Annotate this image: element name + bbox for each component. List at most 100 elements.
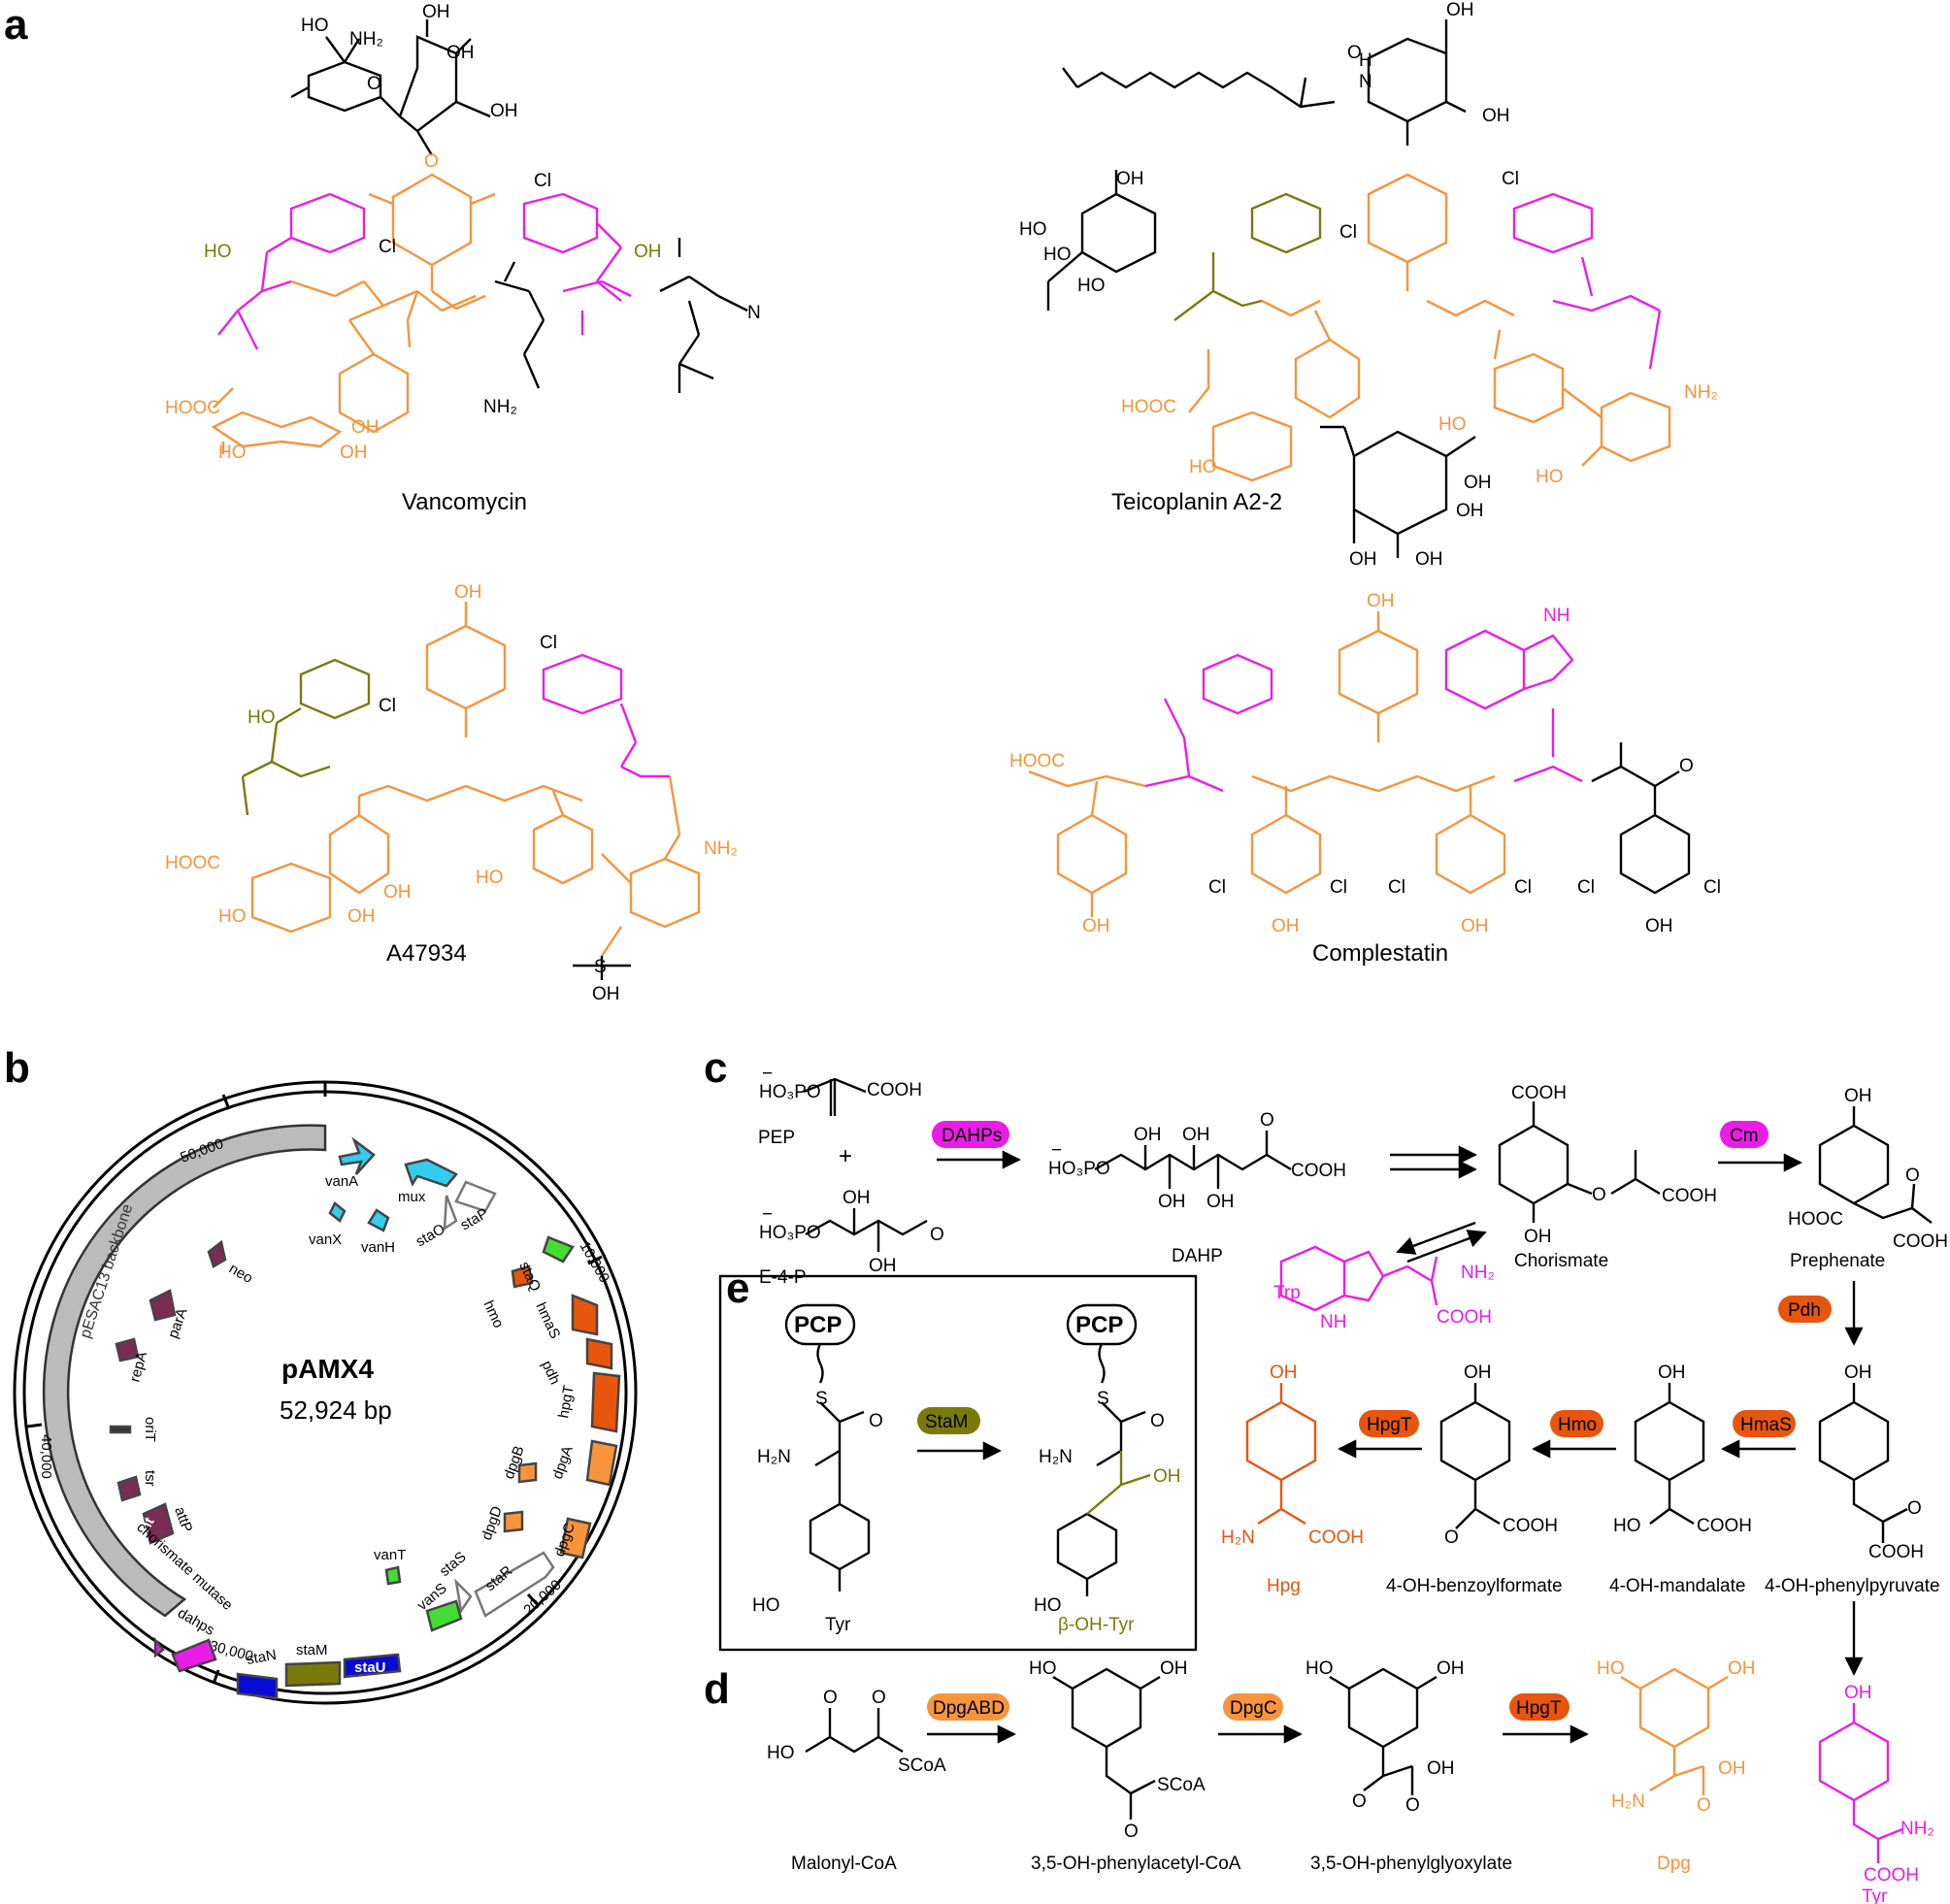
label-dpgA: dpgA xyxy=(549,1444,577,1482)
hpg-h2n: H₂N xyxy=(1221,1527,1255,1548)
comp-hooc: HOOC xyxy=(1009,751,1065,771)
e4p-o: O xyxy=(930,1225,944,1245)
gene-vanH xyxy=(367,1208,390,1232)
tyr-cooh: COOH xyxy=(1864,1865,1919,1886)
trp-nh2: NH₂ xyxy=(1461,1263,1495,1283)
label-staM: staM xyxy=(296,1642,328,1658)
gene-staN xyxy=(236,1672,279,1700)
e4p-ho3po: HO₃PO xyxy=(759,1223,821,1243)
gene-dpgA xyxy=(585,1439,618,1487)
pg-oh: OH xyxy=(1437,1658,1465,1679)
comp-oh-top: OH xyxy=(1367,591,1395,611)
enzyme-hpgt: HpgT xyxy=(1367,1415,1412,1435)
hpg-cooh: COOH xyxy=(1308,1527,1364,1548)
left-o: O xyxy=(869,1411,883,1431)
vancomycin-structure: HO NH₂ OH OH OH O O xyxy=(211,2,748,454)
label-staO: staO xyxy=(413,1221,448,1251)
substrate-label: Tyr xyxy=(825,1615,851,1635)
vanc-sugar-oh-4: OH xyxy=(490,101,518,121)
preph-oh: OH xyxy=(1844,1086,1872,1106)
gene-tsr xyxy=(116,1475,142,1502)
teic-oh-3: OH xyxy=(1116,169,1144,189)
comp-indole-nh: NH xyxy=(1543,606,1570,626)
dahp-ho3po: HO₃PO xyxy=(1048,1159,1110,1179)
arrow-to-trp-1 xyxy=(1396,1221,1476,1255)
teic-cl-1: Cl xyxy=(1339,222,1357,243)
label-int: int xyxy=(135,1515,158,1538)
gene-vanA xyxy=(338,1136,376,1175)
teic-ho-2: HO xyxy=(1043,245,1072,265)
dpg-o: O xyxy=(1697,1795,1711,1816)
enzyme-hmo: Hmo xyxy=(1558,1415,1597,1435)
pa-oh: OH xyxy=(1160,1658,1188,1679)
tick-marks xyxy=(26,1082,603,1685)
a47-oh-top: OH xyxy=(454,582,482,603)
vanc-oh-1: OH xyxy=(340,443,368,463)
teicoplanin-labels: OH H N O OH OH HO HO HO Cl Cl HOOC HO HO… xyxy=(1019,0,1718,570)
gene-hmaS xyxy=(571,1294,599,1336)
bzf-o: O xyxy=(1444,1527,1459,1548)
dpg-label: Dpg xyxy=(1657,1854,1691,1874)
teic-oh-5: OH xyxy=(1456,501,1484,521)
vancomycin-label: Vancomycin xyxy=(402,489,527,515)
panel-letter-c: c xyxy=(704,1044,727,1092)
panel-letter-d: d xyxy=(704,1665,730,1713)
e4p-label: E-4-P xyxy=(759,1267,807,1288)
a47-ho-2: HO xyxy=(476,868,504,888)
tyr-nh2: NH₂ xyxy=(1900,1819,1934,1839)
mand-ho: HO xyxy=(1613,1516,1641,1536)
e4p-oh-1: OH xyxy=(843,1188,871,1208)
dahp-cooh: COOH xyxy=(1291,1161,1346,1181)
dpg-ho: HO xyxy=(1597,1658,1625,1679)
gene-staU xyxy=(343,1653,402,1679)
prephenate-label: Prephenate xyxy=(1790,1251,1885,1271)
enzyme-hmas: HmaS xyxy=(1740,1415,1792,1435)
chor-oh: OH xyxy=(1524,1227,1552,1247)
pcp-left: PCP xyxy=(794,1312,842,1338)
a47-oh-2: OH xyxy=(383,882,412,903)
a47-cl-1: Cl xyxy=(540,633,557,653)
label-vanT: vanT xyxy=(374,1547,406,1563)
teic-ho-4: HO xyxy=(1438,414,1467,435)
benzoylformate-label: 4-OH-benzoylformate xyxy=(1386,1576,1563,1596)
label-attP: attP xyxy=(171,1505,195,1535)
gene-staM xyxy=(284,1660,342,1688)
vanc-oh-olive: HO xyxy=(204,242,232,262)
teic-hooc: HOOC xyxy=(1121,397,1176,417)
gene-vanT xyxy=(384,1565,402,1586)
phenylacetyl-label: 3,5-OH-phenylacetyl-CoA xyxy=(1031,1854,1241,1874)
vanc-sugar-o: O xyxy=(367,74,381,94)
enzyme-stam-pill xyxy=(917,1407,980,1434)
vanc-sugar-oh-1: HO xyxy=(301,16,329,36)
comp-cl-6: Cl xyxy=(1703,877,1721,898)
comp-oh-3: OH xyxy=(1461,916,1489,936)
plus-sign: + xyxy=(839,1143,852,1169)
teic-ho-1: HO xyxy=(1019,219,1047,240)
teic-oh-2: OH xyxy=(1482,106,1510,126)
enzyme-hpgt-pill xyxy=(1359,1410,1419,1437)
mand-cooh: COOH xyxy=(1697,1516,1752,1536)
dahp-oh-2: OH xyxy=(1158,1192,1186,1212)
dahp-minus: − xyxy=(1051,1140,1062,1161)
label-staU: staU xyxy=(354,1659,386,1676)
complestatin-structure xyxy=(1028,611,1691,917)
gene-oriT xyxy=(109,1425,132,1434)
gene-int xyxy=(142,1502,175,1545)
a47-ho-1: HO xyxy=(218,906,247,927)
a47934-labels: OH Cl Cl HO HOOC HO OH OH HO NH₂ OH S A4… xyxy=(165,582,738,1004)
gene-chorismate-mutase xyxy=(153,1636,165,1658)
right-s: S xyxy=(1097,1389,1109,1409)
e4p-oh-2: OH xyxy=(869,1256,897,1276)
gene-staR xyxy=(474,1551,555,1618)
gene-pdh xyxy=(585,1337,613,1370)
label-dpgD: dpgD xyxy=(479,1504,506,1543)
teic-oh-1: OH xyxy=(1446,0,1474,20)
comp-oh-1: OH xyxy=(1082,916,1110,936)
vanc-ether-o: O xyxy=(424,151,439,172)
trp-label: Trp xyxy=(1273,1283,1301,1303)
dahp-oh-3: OH xyxy=(1182,1125,1210,1145)
chor-o: O xyxy=(1592,1185,1606,1205)
label-staN: staN xyxy=(246,1647,278,1668)
vanc-sugar-oh-3: OH xyxy=(446,43,475,63)
pg-o-2: O xyxy=(1405,1795,1420,1816)
